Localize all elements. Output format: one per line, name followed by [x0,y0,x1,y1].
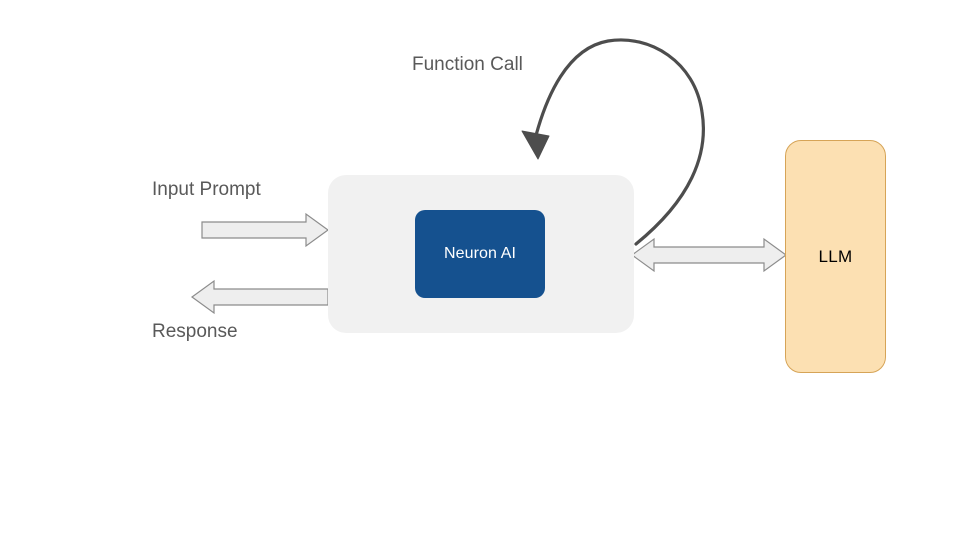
input-prompt-arrow [201,212,330,248]
response-label: Response [152,321,238,342]
llm-exchange-arrow [630,237,788,273]
function-call-label: Function Call [412,54,523,75]
response-arrow [190,279,329,315]
input-prompt-label: Input Prompt [152,179,261,200]
function-call-arrowhead [521,130,550,160]
llm-node-label: LLM [818,246,853,266]
neuron-ai-node-label: Neuron AI [443,245,517,262]
neuron-ai-node[interactable]: Neuron AI [415,210,545,298]
llm-node[interactable]: LLM [785,140,886,373]
